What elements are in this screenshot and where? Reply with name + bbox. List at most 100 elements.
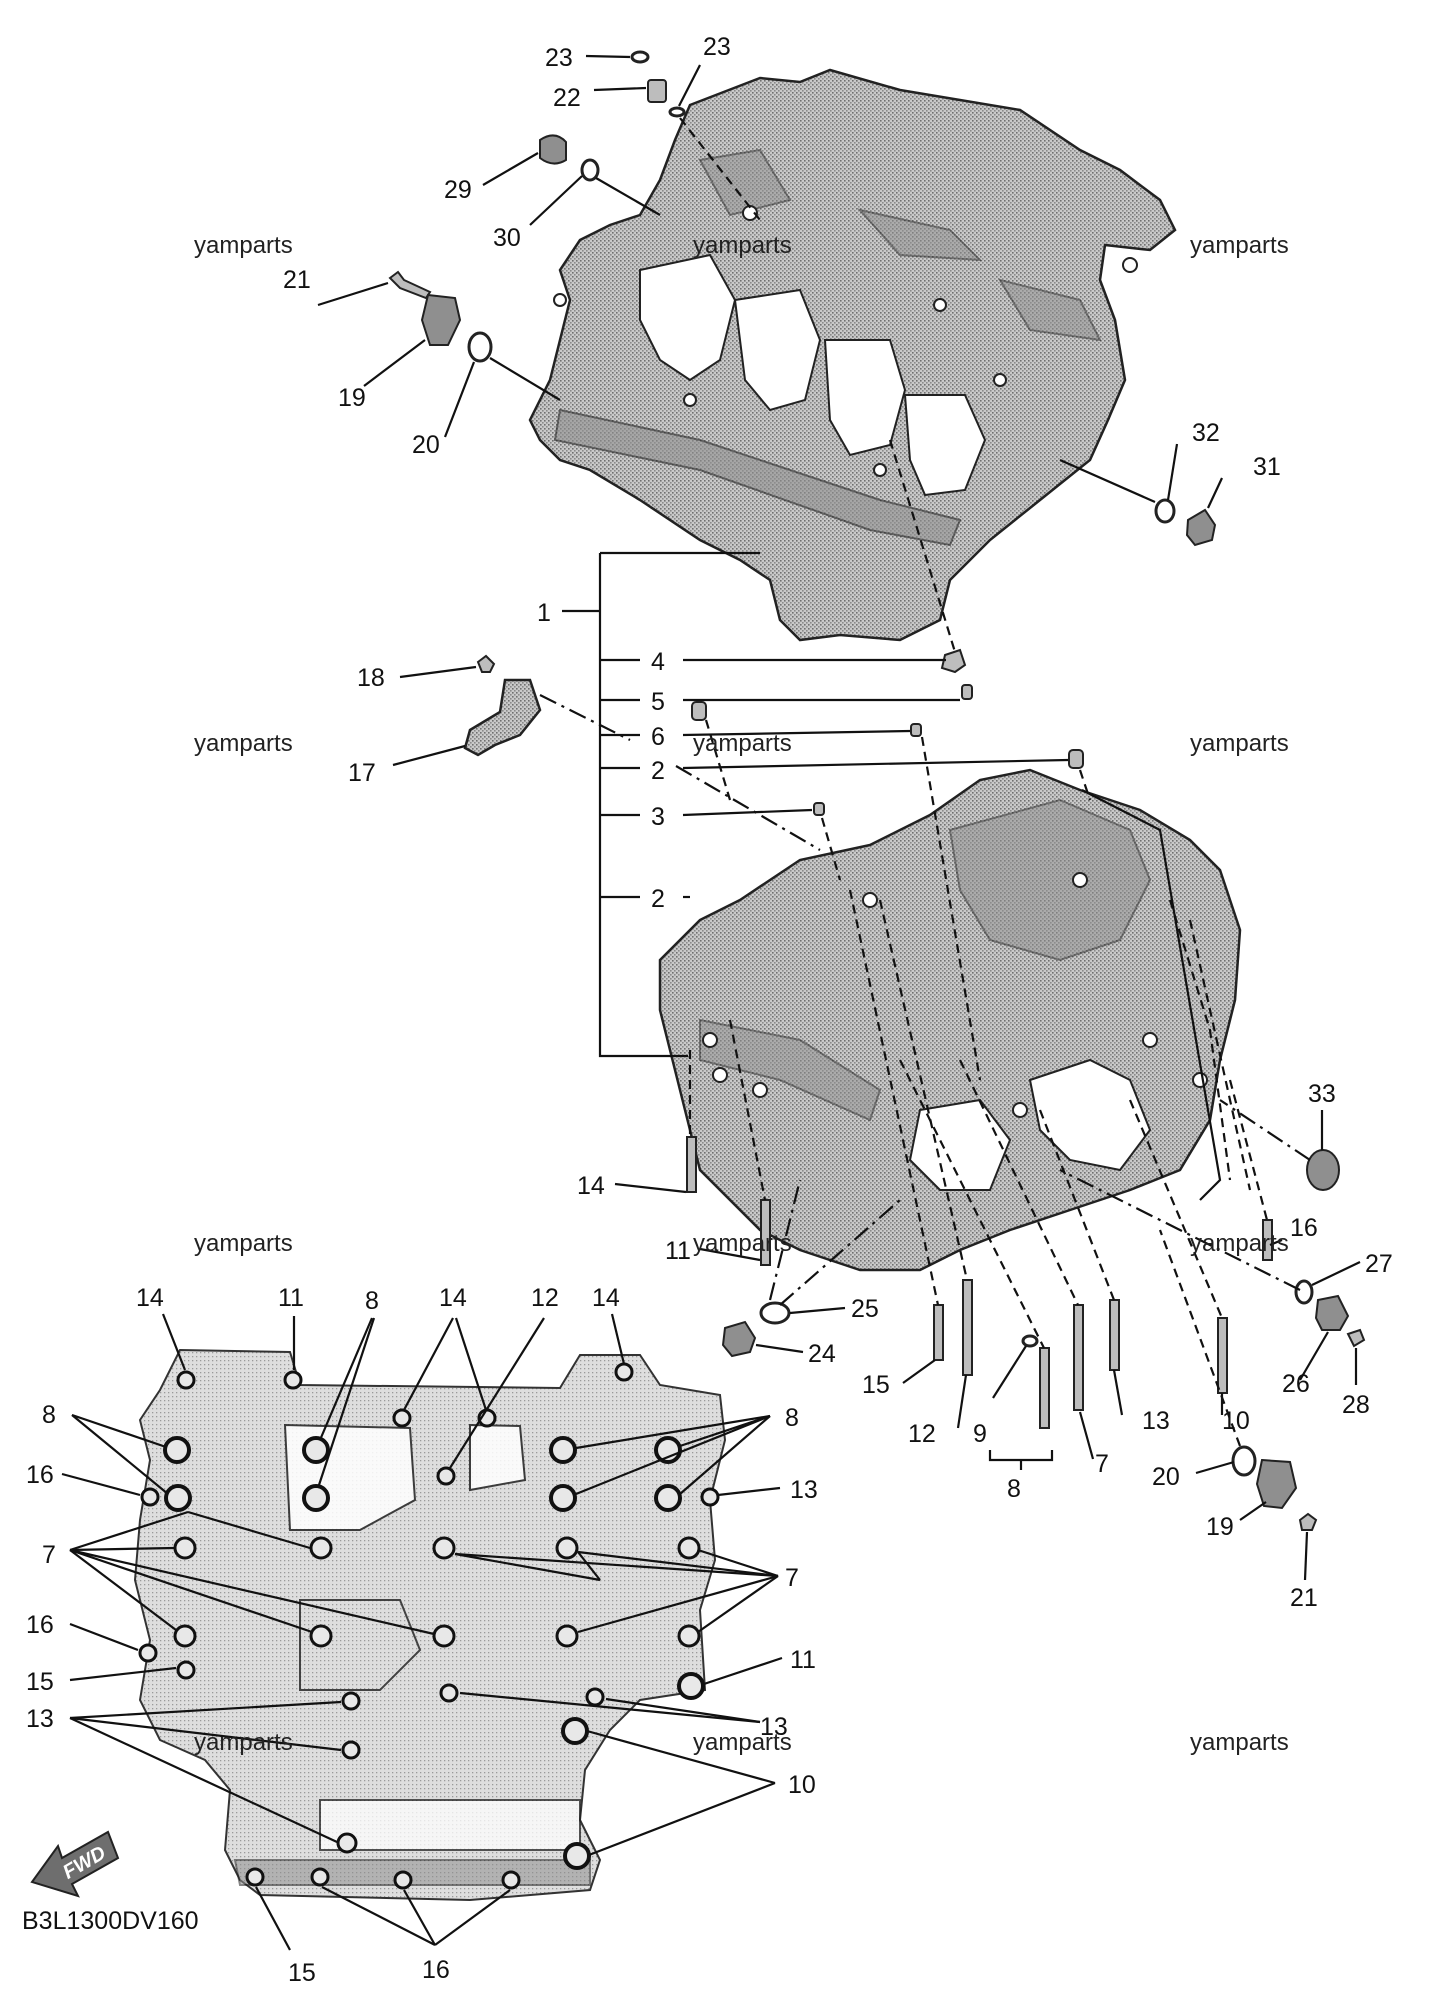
part-20-oring: [467, 331, 493, 363]
part-label: 15: [26, 1668, 54, 1696]
part-label: 10: [1222, 1407, 1250, 1435]
part-label: 12: [908, 1420, 936, 1448]
bolt-7: [1073, 1304, 1084, 1411]
part-label: 16: [26, 1611, 54, 1639]
part-label: 2: [651, 885, 665, 913]
part-label: 13: [26, 1705, 54, 1733]
part-label: 13: [1142, 1407, 1170, 1435]
part-24-plug: [721, 1320, 757, 1358]
part-label: 24: [808, 1340, 836, 1368]
part-label: 26: [1282, 1370, 1310, 1398]
part-label: 30: [493, 224, 521, 252]
part-label: 3: [651, 803, 665, 831]
part-label: 8: [785, 1404, 799, 1432]
bolt-11: [760, 1199, 771, 1266]
watermark: yamparts: [1190, 232, 1289, 259]
watermark: yamparts: [194, 1230, 293, 1257]
part-23-oring: [630, 50, 650, 64]
part-label: 5: [651, 688, 665, 716]
part-29-cap: [539, 134, 567, 165]
part-5-pin: [961, 684, 973, 700]
part-label: 20: [1152, 1463, 1180, 1491]
watermarks: yamparts yamparts yamparts yamparts yamp…: [194, 232, 1289, 1756]
part-label: 19: [338, 384, 366, 412]
part-18-bolt: [476, 654, 496, 673]
watermark: yamparts: [1190, 730, 1289, 757]
part-label: 6: [651, 723, 665, 751]
part-label: 16: [26, 1461, 54, 1489]
part-31-plug: [1185, 508, 1217, 547]
part-label: 7: [785, 1564, 799, 1592]
part-2-dowel: [1068, 749, 1084, 769]
part-label: 15: [862, 1371, 890, 1399]
part-22-plug: [647, 79, 667, 103]
crankcase-bottom-view: [133, 1348, 727, 1902]
part-27-oring: [1294, 1279, 1314, 1305]
watermark: yamparts: [194, 730, 293, 757]
bolt-8: [1039, 1347, 1050, 1429]
part-label: 15: [288, 1959, 316, 1987]
part-label: 11: [278, 1284, 304, 1312]
part-32-oring: [1154, 498, 1176, 524]
part-label: 11: [665, 1237, 691, 1265]
part-label: 23: [703, 33, 731, 61]
part-label: 8: [42, 1401, 56, 1429]
part-label: 4: [651, 648, 665, 676]
part-label: 13: [790, 1476, 818, 1504]
part-label: 21: [1290, 1584, 1318, 1612]
watermark: yamparts: [1190, 1230, 1289, 1257]
part-labels: 23 22 23 29 30 21 19 20 32 31 1 4 5 6 2 …: [26, 33, 1393, 1987]
part-label: 2: [651, 757, 665, 785]
part-label: 7: [42, 1541, 56, 1569]
part-label: 9: [973, 1420, 987, 1448]
bolt-15: [933, 1304, 944, 1361]
part-label: 14: [577, 1172, 605, 1200]
part-label: 21: [283, 266, 311, 294]
part-label: 20: [412, 431, 440, 459]
part-label: 22: [553, 84, 581, 112]
watermark: yamparts: [194, 232, 293, 259]
watermark: yamparts: [693, 1230, 792, 1257]
part-4-guide: [940, 648, 967, 674]
part-28-bolt: [1346, 1328, 1366, 1348]
part-30-oring: [580, 158, 600, 182]
fwd-arrow-icon: [30, 1830, 120, 1898]
part-23-oring-b: [668, 106, 686, 118]
part-9-washer: [1021, 1334, 1039, 1348]
part-26-cover: [1314, 1294, 1350, 1331]
part-label: 14: [439, 1284, 467, 1312]
part-label: 31: [1253, 453, 1281, 481]
part-20-oring-b: [1231, 1445, 1257, 1477]
small-parts: [388, 50, 1366, 1531]
part-2-dowel-b: [691, 701, 707, 721]
upper-crankcase: [528, 68, 1177, 642]
bolt-14: [686, 1136, 697, 1193]
watermark: yamparts: [1190, 1729, 1289, 1756]
part-label: 16: [1290, 1214, 1318, 1242]
part-label: 13: [760, 1713, 788, 1741]
bolt-12: [962, 1279, 973, 1376]
part-label: 14: [592, 1284, 620, 1312]
part-6-pin: [910, 723, 922, 737]
diagram-code: B3L1300DV160: [22, 1907, 199, 1935]
part-label: 23: [545, 44, 573, 72]
part-label: 7: [1095, 1450, 1109, 1478]
part-17-bracket: [463, 678, 542, 757]
part-label: 18: [357, 664, 385, 692]
part-label: 14: [136, 1284, 164, 1312]
lower-case-bolts: [686, 1136, 1273, 1429]
part-label: 11: [790, 1646, 816, 1674]
part-25-oring: [759, 1301, 791, 1325]
watermark: yamparts: [693, 730, 792, 757]
part-label: 32: [1192, 419, 1220, 447]
forward-arrow: FWD: [30, 1830, 120, 1898]
part-label: 16: [422, 1956, 450, 1984]
watermark: yamparts: [693, 232, 792, 259]
bolt-10: [1217, 1317, 1228, 1394]
part-label: 29: [444, 176, 472, 204]
bolt-16: [1262, 1219, 1273, 1261]
part-33-cap: [1306, 1149, 1340, 1191]
part-19-cover: [420, 293, 462, 346]
part-label: 17: [348, 759, 376, 787]
part-label: 33: [1308, 1080, 1336, 1108]
